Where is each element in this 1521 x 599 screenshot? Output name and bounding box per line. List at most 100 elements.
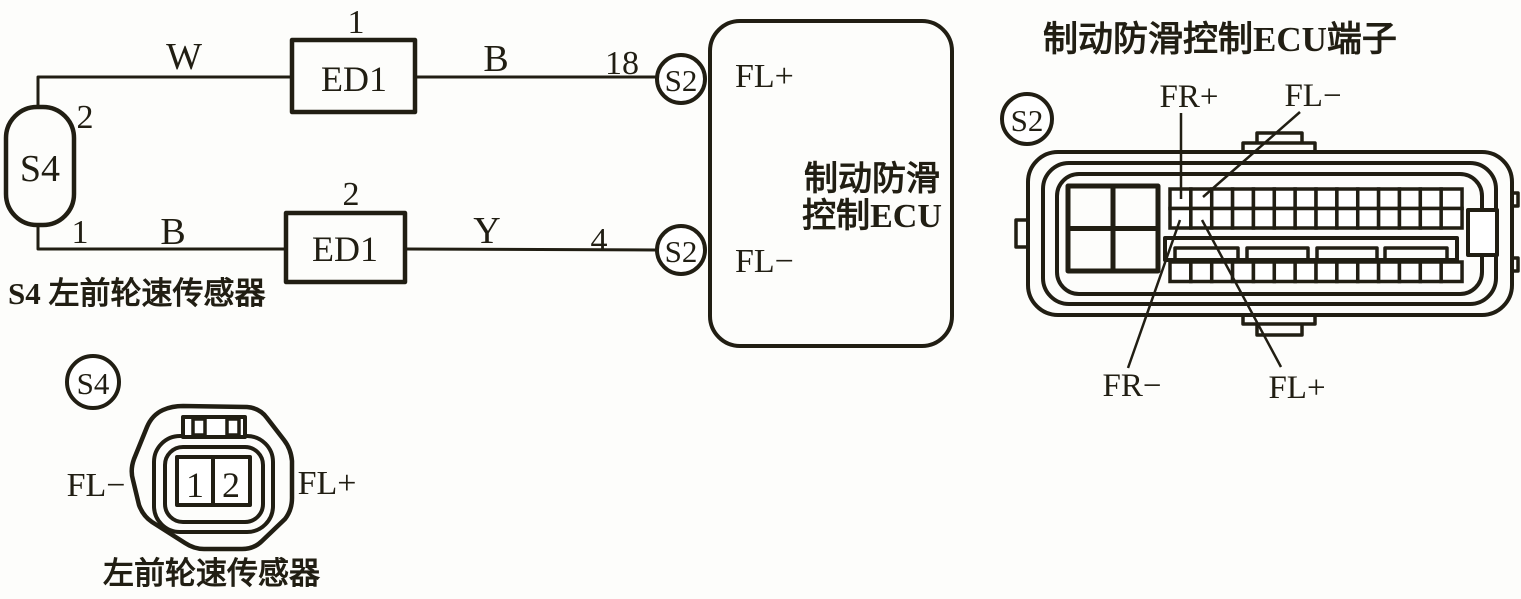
ecu-connector-badge-label: S2 <box>1011 103 1044 138</box>
small-pin-cell <box>1397 206 1423 230</box>
small-pin-cell <box>1335 260 1360 284</box>
terminal-label-fl-plus: FL+ <box>1268 370 1325 406</box>
ecu-connector-badge <box>1000 92 1054 146</box>
connector-s2-bottom-label: S2 <box>665 234 698 269</box>
small-pin-cell <box>1272 206 1297 230</box>
small-pin-cell <box>1355 187 1381 211</box>
small-pin-cell <box>1293 206 1318 230</box>
leader-fr-minus <box>1126 219 1182 369</box>
connector-pin-1-label: 1 <box>186 465 204 505</box>
junction-ed1-2-label: ED1 <box>312 229 378 269</box>
latch-bar-left <box>191 417 207 437</box>
bottom-tab-inner <box>1255 324 1304 337</box>
connector-pin-2-label: 2 <box>222 465 240 505</box>
small-pin-cell <box>1335 187 1360 211</box>
large-pin-block <box>1065 183 1161 274</box>
keying-band-frame <box>1163 236 1459 262</box>
small-pin-cell <box>1272 260 1297 284</box>
junction-ed1-1-label: ED1 <box>321 59 387 99</box>
small-pin-cell <box>1439 187 1464 211</box>
latch-bar-right <box>225 417 241 437</box>
small-pin-cell <box>1209 206 1235 230</box>
wire-color-b-bottom-label: B <box>160 211 185 253</box>
small-pin-cell <box>1335 206 1360 230</box>
top-tab-outer <box>1241 141 1317 152</box>
sensor-id-label: S4 <box>20 148 60 190</box>
connector-housing-outline <box>129 403 295 552</box>
ecu-terminal-fl-minus: FL− <box>735 243 794 280</box>
wire-sensor-to-ed1-bottom <box>36 225 286 251</box>
small-pin-cell <box>1376 187 1402 211</box>
sensor-oval <box>3 104 77 228</box>
left-side-tab <box>1014 218 1028 249</box>
terminal-label-fr-plus: FR+ <box>1160 79 1219 115</box>
sensor-s4-symbol: S4 2 1 <box>3 99 94 251</box>
ecu-terminal-fl-plus: FL+ <box>735 58 794 95</box>
wire-color-b-top-label: B <box>483 38 508 80</box>
sensor-pin-1-label: 1 <box>72 214 89 251</box>
housing-outline-outer <box>1026 150 1514 317</box>
right-bump-top <box>1512 191 1520 208</box>
connector-pin-2-cavity <box>211 455 252 507</box>
ecu-connector-drawing: 制动防滑控制ECU端子 S2 <box>1000 20 1520 406</box>
small-pin-cell <box>1355 206 1381 230</box>
leader-fl-plus <box>1200 219 1283 368</box>
sensor-connector-drawing: S4 1 2 FL− FL+ 左前轮速传感器 <box>65 354 357 591</box>
connector-label-fl-plus: FL+ <box>298 465 357 502</box>
terminal-label-fl-minus: FL− <box>1284 78 1341 114</box>
small-pin-cell <box>1251 260 1277 284</box>
small-pin-cell <box>1293 260 1318 284</box>
wire-color-w-label: W <box>166 36 202 78</box>
small-pin-cell <box>1189 206 1214 230</box>
small-pin-cell <box>1418 206 1443 230</box>
ecu-name-line1: 制动防滑 <box>804 160 940 198</box>
key-bar-1 <box>1173 246 1240 262</box>
small-pin-cell <box>1230 260 1256 284</box>
small-pin-cell <box>1397 260 1423 284</box>
ecu-outline <box>708 19 954 348</box>
bottom-tab-outer <box>1241 315 1317 326</box>
small-pin-cell <box>1251 187 1277 211</box>
small-pin-cell <box>1168 206 1193 230</box>
small-pin-cell <box>1230 187 1256 211</box>
connector-s2-top-label: S2 <box>665 63 698 98</box>
small-pin-cell <box>1293 187 1318 211</box>
junction-number-1: 1 <box>348 4 365 41</box>
connector-inner-shell-2 <box>163 445 265 524</box>
terminal-label-fr-minus: FR− <box>1103 368 1162 404</box>
junction-number-2: 2 <box>343 176 360 213</box>
ecu-box: FL+ FL− 制动防滑 控制ECU <box>708 19 954 348</box>
connector-s2-badge-top <box>655 53 707 105</box>
small-pin-cell <box>1376 260 1402 284</box>
small-pin-cell <box>1376 206 1402 230</box>
sensor-connector-badge-label: S4 <box>77 366 110 401</box>
sensor-connector-caption: 左前轮速传感器 <box>103 556 321 591</box>
key-bar-3 <box>1315 246 1379 262</box>
small-pin-cell <box>1209 187 1235 211</box>
ecu-name-line2: 控制ECU <box>802 197 942 235</box>
sensor-pin-2-label: 2 <box>77 99 94 136</box>
leader-fl-minus <box>1202 111 1301 198</box>
sensor-caption: S4 左前轮速传感器 <box>8 276 266 311</box>
small-pin-cell <box>1230 206 1256 230</box>
top-wire-run: W ED1 1 B 18 S2 <box>36 4 707 115</box>
right-bump-bottom <box>1512 256 1520 273</box>
small-pin-cell <box>1168 260 1193 284</box>
small-pin-cell <box>1314 187 1339 211</box>
top-pin-grid <box>1168 187 1464 230</box>
wire-ed1-to-s2-bottom <box>404 247 658 252</box>
small-pin-cell <box>1418 187 1443 211</box>
sensor-connector-badge <box>65 354 121 410</box>
bottom-pin-grid <box>1168 260 1464 284</box>
connector-label-fl-minus: FL− <box>67 467 126 504</box>
keying-band <box>1163 236 1459 262</box>
small-pin-cell <box>1251 206 1277 230</box>
small-pin-cell <box>1314 260 1339 284</box>
small-pin-cell <box>1439 260 1464 284</box>
key-bar-4 <box>1383 246 1449 262</box>
right-key-block <box>1466 208 1499 257</box>
junction-ed1-2-box <box>283 210 408 285</box>
small-pin-cell <box>1314 206 1339 230</box>
